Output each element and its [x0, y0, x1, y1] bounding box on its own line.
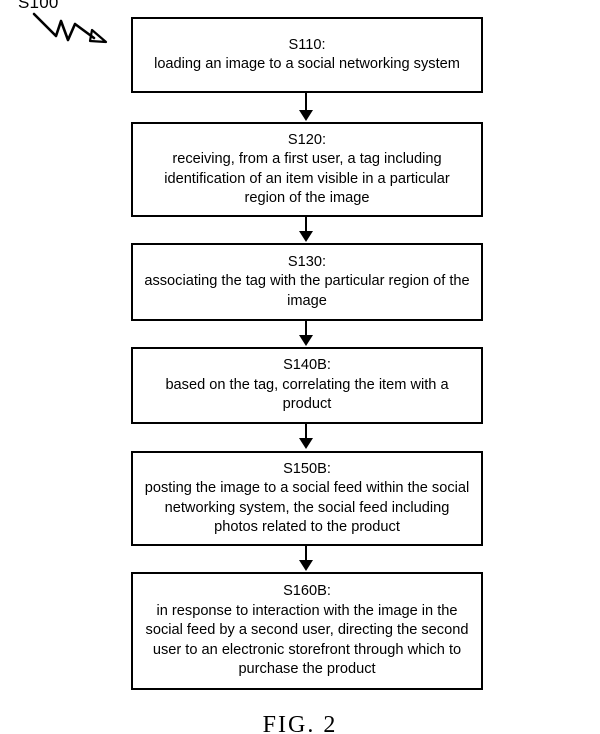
- step-text-s120: receiving, from a first user, a tag incl…: [164, 151, 450, 206]
- step-id-s120: S120:: [287, 131, 327, 148]
- connector-s140b-s150b: [305, 424, 307, 440]
- step-text-s150b: posting the image to a social feed withi…: [144, 480, 470, 535]
- reference-number-label: S100: [18, 0, 59, 12]
- connector-s150b-s160b: [305, 546, 307, 562]
- figure-caption: FIG. 2: [262, 712, 338, 734]
- arrowhead-s150b-s160b: [299, 560, 313, 571]
- arrowhead-s130-s140b: [299, 335, 313, 346]
- step-id-s130: S130:: [287, 253, 327, 270]
- step-text-s110: loading an image to a social networking …: [154, 56, 460, 72]
- arrowhead-s140b-s150b: [299, 438, 313, 449]
- flow-step-box-s140b: S140B: based on the tag, correlating the…: [131, 347, 483, 424]
- connector-s120-s130: [305, 217, 307, 233]
- connector-s110-s120: [305, 93, 307, 112]
- zigzag-arrow-icon: [32, 12, 108, 44]
- flow-step-box-s120: S120: receiving, from a first user, a ta…: [131, 122, 483, 217]
- flow-step-box-s130: S130: associating the tag with the parti…: [131, 243, 483, 321]
- flow-step-box-s160b: S160B: in response to interaction with t…: [131, 572, 483, 690]
- arrowhead-s110-s120: [299, 110, 313, 121]
- arrowhead-s120-s130: [299, 231, 313, 242]
- step-id-s160b: S160B:: [283, 583, 331, 600]
- step-text-s130: associating the tag with the particular …: [144, 273, 470, 309]
- step-id-s140b: S140B:: [283, 357, 331, 374]
- connector-s130-s140b: [305, 321, 307, 337]
- step-text-s140b: based on the tag, correlating the item w…: [165, 376, 449, 413]
- flow-step-box-s150b: S150B: posting the image to a social fee…: [131, 451, 483, 546]
- step-id-s110: S110:: [288, 36, 326, 53]
- flow-step-box-s110: S110: loading an image to a social netwo…: [131, 17, 483, 93]
- step-id-s150b: S150B:: [283, 460, 331, 477]
- step-text-s160b: in response to interaction with the imag…: [145, 602, 469, 678]
